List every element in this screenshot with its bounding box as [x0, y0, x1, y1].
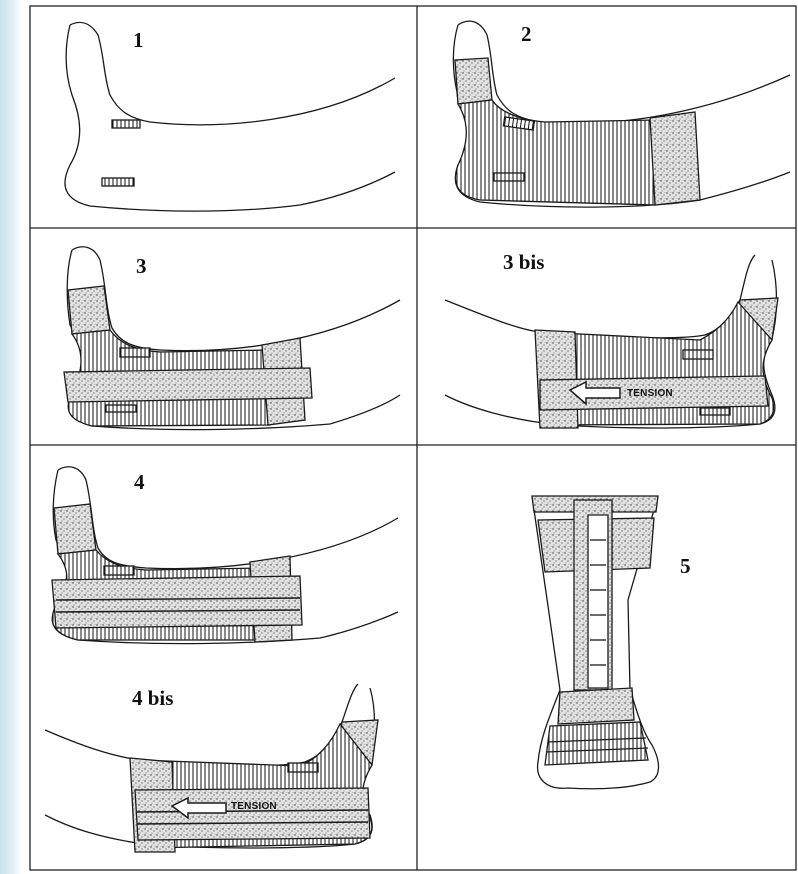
panel-label-3: 3	[136, 254, 147, 279]
panel-5-front-view	[532, 496, 659, 789]
panel-label-1: 1	[133, 28, 144, 53]
panel-label-3bis: 3 bis	[503, 250, 544, 275]
panel-label-4bis: 4 bis	[132, 686, 173, 711]
panel-4-closure	[52, 467, 398, 644]
panel-3bis-tension	[445, 255, 778, 428]
panel-1-leg-outline	[65, 22, 395, 211]
panel-label-2: 2	[521, 22, 532, 47]
panel-3-stirrup	[64, 247, 400, 430]
panel-label-5: 5	[680, 554, 691, 579]
tension-label-3bis: TENSION	[627, 388, 673, 399]
tension-label-4bis: TENSION	[231, 801, 277, 812]
panel-4bis-tension	[45, 684, 378, 852]
panel-label-4: 4	[134, 470, 145, 495]
panel-2-leg-underwrap	[453, 21, 790, 207]
